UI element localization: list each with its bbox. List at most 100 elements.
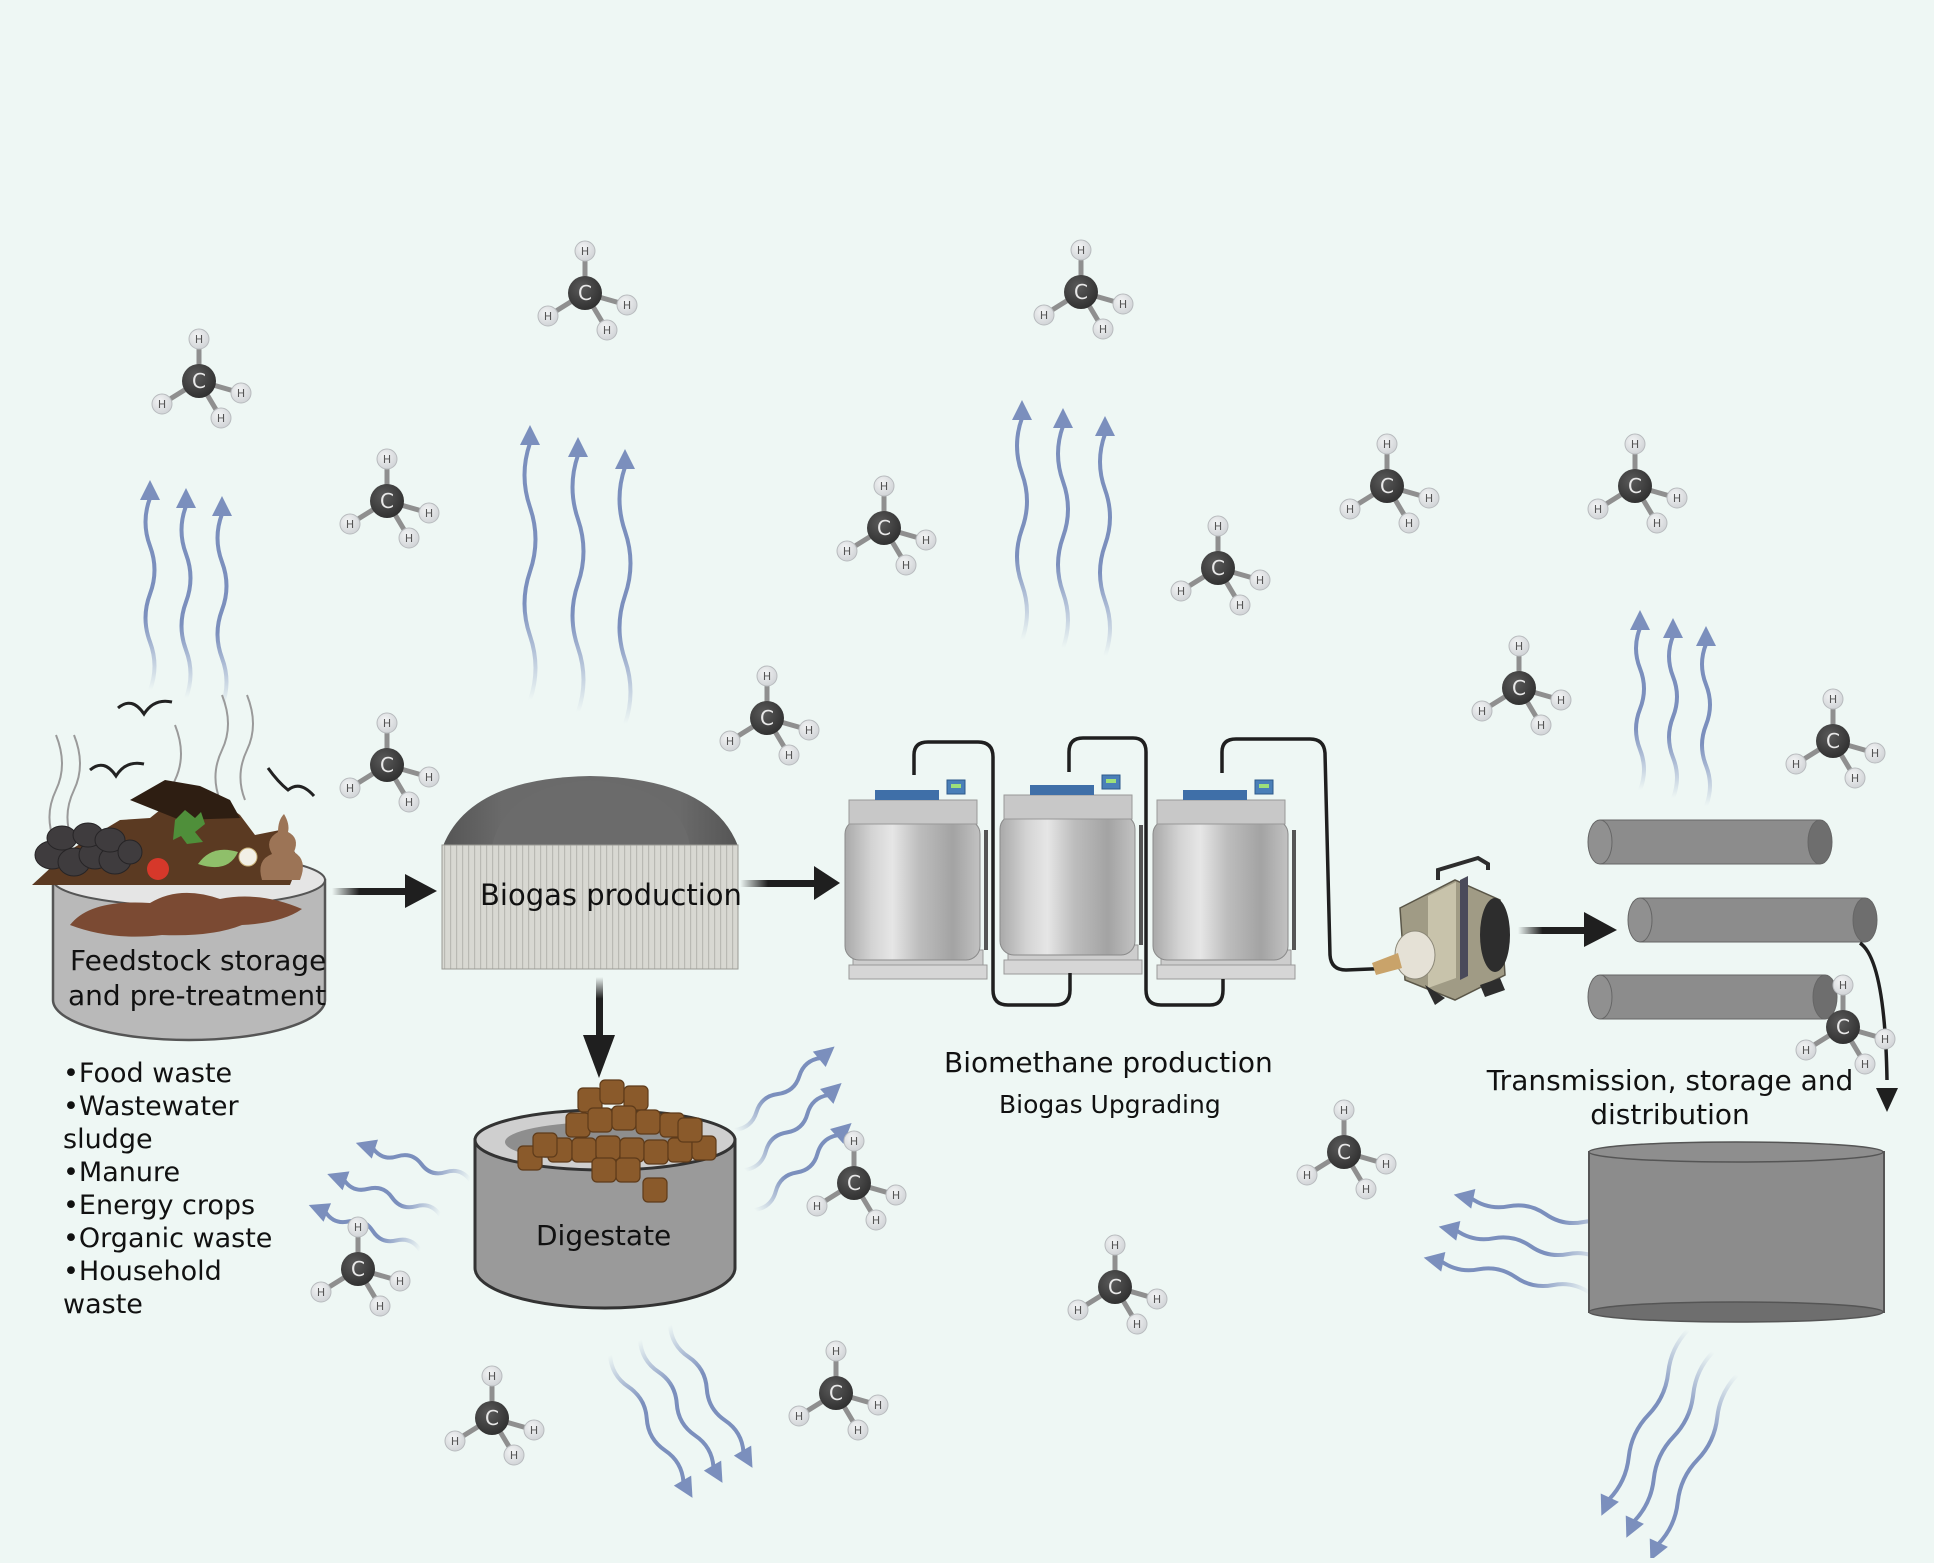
hydrogen-atom-icon: H <box>310 1281 332 1303</box>
feedstock-item: •Manure <box>63 1157 181 1188</box>
svg-text:C: C <box>1512 676 1526 700</box>
svg-text:C: C <box>829 1381 843 1405</box>
carbon-atom-icon: C <box>1826 1010 1860 1044</box>
feedstock-item: •Household waste <box>63 1256 222 1320</box>
feedstock-item: •Organic waste <box>63 1223 273 1254</box>
hydrogen-atom-icon: H <box>188 328 210 350</box>
hydrogen-atom-icon: H <box>1339 498 1361 520</box>
svg-text:H: H <box>317 1286 325 1299</box>
pellet <box>532 1132 558 1158</box>
feedstock-item: •Energy crops <box>63 1190 256 1221</box>
hydrogen-atom-icon: H <box>230 382 252 404</box>
svg-text:C: C <box>578 281 592 305</box>
storage-tank <box>1588 1141 1885 1323</box>
hydrogen-atom-icon: H <box>1376 433 1398 455</box>
pellet <box>565 1112 591 1138</box>
hydrogen-atom-icon: H <box>574 240 596 262</box>
wave-arrow <box>520 425 540 702</box>
svg-text:H: H <box>902 559 910 572</box>
hydrogen-atom-icon: H <box>398 791 420 813</box>
hydrogen-atom-icon: H <box>1092 318 1114 340</box>
pellet <box>591 1157 617 1183</box>
carbon-atom-icon: C <box>867 511 901 545</box>
carbon-atom-icon: C <box>1370 469 1404 503</box>
svg-text:H: H <box>843 545 851 558</box>
wave-arrow <box>355 1139 472 1182</box>
svg-text:H: H <box>383 453 391 466</box>
hydrogen-atom-icon: H <box>1355 1178 1377 1200</box>
hydrogen-atom-icon: H <box>1864 742 1886 764</box>
svg-text:H: H <box>1405 517 1413 530</box>
biogas-label: Biogas production <box>480 878 742 912</box>
hydrogen-atom-icon: H <box>778 744 800 766</box>
hydrogen-atom-icon: H <box>867 1394 889 1416</box>
hydrogen-atom-icon: H <box>895 554 917 576</box>
hydrogen-atom-icon: H <box>1471 700 1493 722</box>
svg-text:H: H <box>195 333 203 346</box>
svg-text:H: H <box>1881 1033 1889 1046</box>
wave-arrow <box>743 1083 842 1172</box>
svg-text:C: C <box>192 369 206 393</box>
svg-text:H: H <box>425 507 433 520</box>
hydrogen-atom-icon: H <box>376 448 398 470</box>
upgrading-tank <box>999 774 1143 975</box>
svg-text:C: C <box>1337 1140 1351 1164</box>
digestate-label: Digestate <box>536 1219 671 1252</box>
svg-text:H: H <box>1256 574 1264 587</box>
arrow-biogas-to-upgrading <box>740 866 840 900</box>
hydrogen-atom-icon: H <box>537 305 559 327</box>
svg-text:C: C <box>1836 1015 1850 1039</box>
hydrogen-atom-icon: H <box>1624 433 1646 455</box>
carbon-atom-icon: C <box>1502 671 1536 705</box>
transmission-pipelines <box>1587 819 1878 1020</box>
hydrogen-atom-icon: H <box>1249 569 1271 591</box>
hydrogen-atom-icon: H <box>1104 1234 1126 1256</box>
hydrogen-atom-icon: H <box>1146 1288 1168 1310</box>
hydrogen-atom-icon: H <box>843 1130 865 1152</box>
svg-text:H: H <box>1829 693 1837 706</box>
feedstock-item: •Food waste <box>63 1058 233 1089</box>
hydrogen-atom-icon: H <box>1067 1299 1089 1321</box>
svg-text:H: H <box>488 1370 496 1383</box>
svg-text:H: H <box>603 324 611 337</box>
hydrogen-atom-icon: H <box>616 294 638 316</box>
svg-text:C: C <box>847 1171 861 1195</box>
hydrogen-atom-icon: H <box>873 475 895 497</box>
upgrading-tank <box>844 779 988 980</box>
svg-text:H: H <box>383 717 391 730</box>
svg-text:H: H <box>763 670 771 683</box>
wave-arrow <box>1423 1252 1592 1295</box>
hydrogen-atom-icon: H <box>1587 498 1609 520</box>
svg-text:H: H <box>832 1345 840 1358</box>
hydrogen-atom-icon: H <box>1785 753 1807 775</box>
svg-text:C: C <box>1108 1275 1122 1299</box>
hydrogen-atom-icon: H <box>1296 1164 1318 1186</box>
pellet <box>615 1157 641 1183</box>
hydrogen-atom-icon: H <box>1508 635 1530 657</box>
pellet <box>611 1105 637 1131</box>
svg-text:C: C <box>1074 280 1088 304</box>
wave-arrow <box>212 496 232 708</box>
hydrogen-atom-icon: H <box>1207 515 1229 537</box>
svg-text:H: H <box>1478 705 1486 718</box>
svg-text:H: H <box>237 387 245 400</box>
wave-arrow <box>1095 416 1115 658</box>
svg-text:H: H <box>1074 1304 1082 1317</box>
wave-arrow <box>1663 618 1683 800</box>
pellet <box>595 1135 621 1161</box>
svg-text:H: H <box>544 310 552 323</box>
wave-arrow <box>1630 610 1650 792</box>
svg-text:C: C <box>1380 474 1394 498</box>
upgrading-tanks <box>844 774 1296 980</box>
wave-arrow <box>1012 400 1032 642</box>
hydrogen-atom-icon: H <box>210 407 232 429</box>
hydrogen-atom-icon: H <box>1832 974 1854 996</box>
pellet <box>642 1177 668 1203</box>
svg-text:H: H <box>1631 438 1639 451</box>
